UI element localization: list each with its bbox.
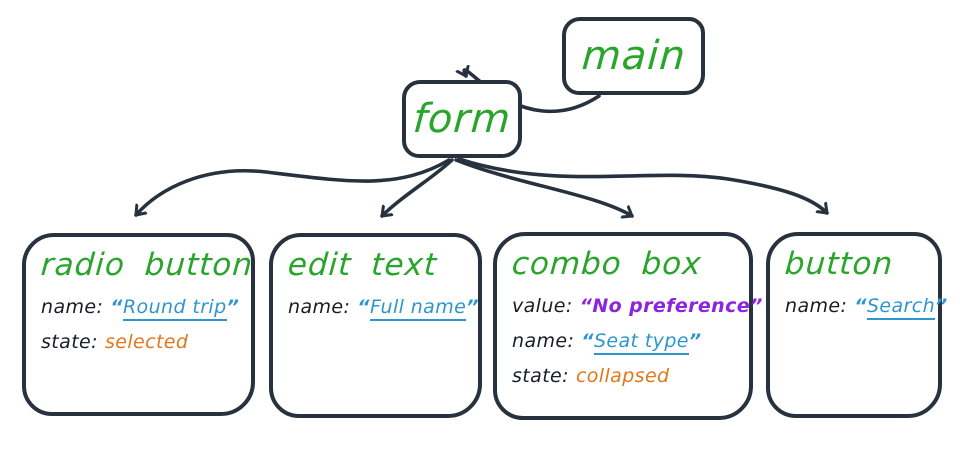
prop-row-state: state: selected (41, 331, 241, 353)
open-quote: “ (579, 295, 593, 317)
prop-value-state: selected (104, 331, 189, 353)
node-title: radio button (39, 247, 255, 283)
arrow-form-to-button (457, 157, 829, 215)
prop-row-name: name: “Full name” (288, 296, 478, 321)
open-quote: “ (581, 330, 594, 352)
prop-row-name: name: “Round trip” (41, 296, 241, 321)
prop-row-name: name: “Search” (785, 295, 947, 320)
prop-value-name: Search (866, 295, 936, 320)
node-edit-text: edit text name: “Full name” (269, 233, 482, 418)
prop-row-value: value: “No preference” (512, 295, 762, 317)
prop-label: value: (512, 295, 573, 317)
node-form: form (402, 80, 522, 158)
close-quote: ” (750, 295, 763, 317)
open-quote: “ (357, 296, 370, 318)
prop-label: name: (288, 296, 351, 318)
prop-value-state: collapsed (575, 365, 670, 387)
prop-label: state: (512, 365, 569, 387)
node-main-label: main (579, 33, 688, 79)
node-combo-box: combo box value:“No preference” name:“Se… (493, 232, 762, 420)
prop-value-name: Round trip (122, 296, 227, 321)
open-quote: “ (854, 295, 867, 317)
prop-label: name: (785, 295, 848, 317)
node-main: main (562, 17, 705, 95)
node-title: button (783, 246, 895, 282)
prop-value-name: Full name (369, 296, 467, 321)
prop-row-state: state: collapsed (512, 365, 739, 387)
open-quote: “ (110, 296, 123, 318)
arrow-form-to-edit-text (380, 158, 454, 218)
node-button: button name: “Search” (766, 232, 947, 418)
node-radio-button: radio button name: “Round trip” state: sel… (22, 233, 255, 416)
prop-label: name: (512, 330, 575, 352)
node-title: combo box (510, 246, 703, 282)
close-quote: ” (466, 296, 479, 318)
close-quote: ” (935, 295, 948, 317)
arrow-form-to-combo-box (454, 158, 634, 216)
node-form-label: form (411, 96, 513, 142)
prop-label: name: (41, 296, 104, 318)
prop-value-name: Seat type (593, 330, 689, 355)
arrow-form-to-radio-button (134, 158, 451, 217)
prop-label: state: (41, 331, 98, 353)
prop-value-value: No preference (592, 295, 751, 317)
node-title: edit text (286, 247, 439, 283)
close-quote: ” (688, 330, 702, 352)
close-quote: ” (226, 296, 240, 318)
prop-row-name: name: “Seat type” (512, 330, 739, 355)
